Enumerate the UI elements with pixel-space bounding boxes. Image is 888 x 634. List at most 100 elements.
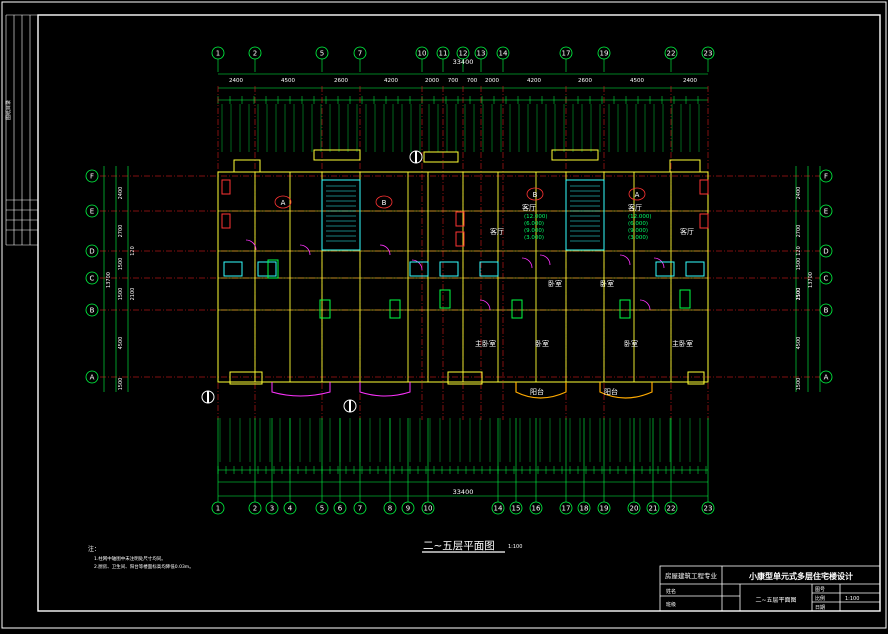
room-labels: 客厅 客厅 客厅 客厅 卧室 卧室 卧室 卧室 主卧室 主卧室 阳台 阳台 (475, 203, 694, 396)
door-arc-2 (379, 244, 391, 256)
left-binding-strip (5, 14, 38, 246)
unit-tag-b-1: B (382, 199, 387, 207)
axis-bottom-15-label: 15 (512, 505, 521, 513)
dim-right-value-3: 1500 (796, 258, 802, 271)
axis-bottom-1-label: 1 (216, 505, 220, 513)
elevation-1a: (12.000) (524, 214, 548, 220)
axis-right-A-circle (819, 370, 833, 384)
door-arc-6 (619, 254, 631, 266)
axis-top-10-label: 10 (418, 50, 427, 58)
axis-bottom-9-label: 9 (406, 505, 410, 513)
axis-bottom-18-label: 18 (580, 505, 589, 513)
title-block (659, 565, 881, 612)
bedroom-label-3: 卧室 (535, 339, 549, 348)
living-room-label-4: 客厅 (628, 203, 642, 212)
notes-heading: 注： (88, 545, 100, 553)
left-strip-label: 图纸目录 (5, 100, 12, 120)
dim-left-value-5: 2100 (130, 288, 136, 301)
sheet-inner-border (37, 14, 881, 612)
axis-right-F-label: F (824, 173, 828, 181)
section-symbols (201, 150, 423, 413)
title-block-label-drawing-no: 图号 (815, 587, 825, 593)
title-block-project: 小康型单元式多层住宅楼设计 (748, 571, 853, 581)
axis-top-1-label: 1 (216, 50, 220, 58)
dim-right-value-5: 2100 (796, 288, 802, 301)
dim-top-value-1: 4500 (281, 78, 295, 84)
axis-top-19-label: 19 (600, 50, 609, 58)
dim-right-value-7: 1500 (796, 378, 802, 391)
door-arc-3 (411, 259, 423, 271)
dim-top-value-7: 2000 (485, 78, 499, 84)
balcony-curve-4 (599, 382, 653, 399)
title-block-row-label-2: 班级 (666, 601, 676, 608)
door-arc-9 (639, 299, 651, 311)
balcony-curve-2 (359, 382, 411, 397)
unit-tag-b-2: B (533, 191, 538, 199)
title-block-sheet-name: 二~五层平面图 (755, 597, 796, 604)
living-room-label-3: 客厅 (522, 203, 536, 212)
axis-right-C-label: C (824, 275, 829, 283)
axis-bottom-5-label: 5 (320, 505, 324, 513)
axis-bottom-3-label: 3 (270, 505, 274, 513)
dim-top-value-11: 2400 (683, 78, 697, 84)
dim-top-value-10: 4500 (630, 78, 644, 84)
axis-top-7-label: 7 (358, 50, 362, 58)
door-arc-7 (653, 257, 665, 269)
title-block-row-label-1: 姓名 (666, 588, 676, 595)
total-dimension-top: 33400 (453, 58, 474, 66)
note-1: 1.柱网中轴图中未注明处尺寸均同。 (94, 555, 166, 562)
bedroom-label-1: 卧室 (548, 279, 562, 288)
axis-left-B-label: B (90, 307, 95, 315)
balcony-curve-1 (271, 382, 331, 397)
master-bedroom-label-1: 主卧室 (475, 339, 496, 348)
drawing-scale: 1:100 (508, 544, 522, 550)
axis-top-22-label: 22 (667, 50, 676, 58)
elevation-4a: (3.000) (524, 235, 544, 241)
axis-left-E-circle (85, 204, 99, 218)
elevation-3b: (9.000) (628, 228, 648, 234)
axis-top-5-label: 5 (320, 50, 324, 58)
title-block-school: 房屋建筑工程专业 (665, 571, 718, 580)
master-bedroom-label-2: 主卧室 (672, 339, 693, 348)
drawing-title: 二~五层平面图 (423, 540, 495, 552)
dim-right-value-1: 2700 (796, 225, 802, 238)
axis-bottom-6-label: 6 (338, 505, 343, 513)
axis-top-2-label: 2 (253, 50, 257, 58)
axis-left-F-circle (85, 169, 99, 183)
axis-top-14-label: 14 (499, 50, 508, 58)
axis-left-C-circle (85, 271, 99, 285)
axis-bottom-16-label: 16 (532, 505, 541, 513)
dim-left-value-3: 1500 (118, 258, 124, 271)
dim-top-value-0: 2400 (229, 78, 243, 84)
dim-top-value-2: 2600 (334, 78, 348, 84)
axis-right-E-label: E (824, 208, 828, 216)
living-room-label-1: 客厅 (490, 227, 504, 236)
axis-bottom-2-label: 2 (253, 505, 257, 513)
elevation-2b: (6.000) (628, 221, 648, 227)
axis-bottom-23-label: 23 (704, 505, 713, 513)
elevation-4b: (3.000) (628, 235, 648, 241)
door-arc-4 (521, 257, 533, 269)
axis-left-D-circle (85, 244, 99, 258)
axis-bottom-7-label: 7 (358, 505, 362, 513)
elevation-2a: (6.000) (524, 221, 544, 227)
dim-right-value-4: 1500 (796, 288, 802, 301)
balcony-curve-3 (515, 382, 567, 399)
axis-bottom-14-label: 14 (494, 505, 503, 513)
dim-right-value-6: 4500 (796, 337, 802, 350)
axis-right-D-circle (819, 244, 833, 258)
axis-bottom-20-label: 20 (630, 505, 639, 513)
axis-left-F-label: F (90, 173, 94, 181)
balcony-label-1: 阳台 (530, 387, 544, 396)
axis-top-12-label: 12 (459, 50, 468, 58)
door-arc-0 (245, 239, 257, 251)
balcony-label-2: 阳台 (604, 387, 618, 396)
bottom-dimension-lines (217, 418, 708, 497)
axis-top-17-label: 17 (562, 50, 571, 58)
axis-right-B-circle (819, 303, 833, 317)
